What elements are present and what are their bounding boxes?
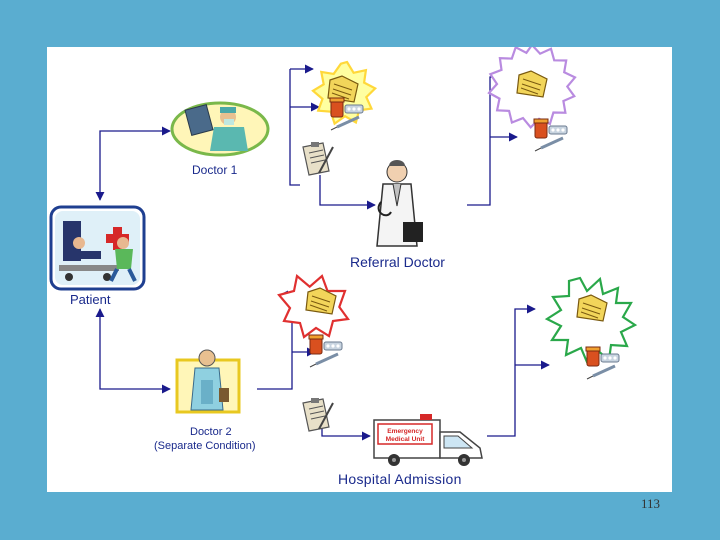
label-doctor1: Doctor 1 xyxy=(192,163,238,177)
connector-doctor1-referral xyxy=(319,175,376,210)
flow-diagram: Emergency Medical Unit xyxy=(49,47,638,466)
connectors xyxy=(95,64,550,441)
referral-doctor-image xyxy=(376,160,423,247)
slide-canvas: Emergency Medical Unit Doctor 1 Referral… xyxy=(47,47,672,492)
ambulance-sign-line2: Medical Unit xyxy=(386,436,426,443)
doctor1-image xyxy=(170,101,270,157)
connector-patient-doctor2 xyxy=(95,308,171,394)
label-doctor2-line2: (Separate Condition) xyxy=(154,440,256,452)
meds-icon xyxy=(307,333,344,369)
label-hospital-admission: Hospital Admission xyxy=(338,471,462,487)
label-referral-doctor: Referral Doctor xyxy=(350,254,445,270)
connector-ambulance-branch xyxy=(487,304,536,437)
connector-patient-doctor1 xyxy=(95,126,171,201)
clipboard-icon xyxy=(302,141,334,176)
patient-ambulance-image xyxy=(49,205,146,291)
page-number: 113 xyxy=(640,496,660,511)
clipboard-icon xyxy=(302,397,334,432)
label-doctor2-line1: Doctor 2 xyxy=(190,426,232,438)
ambulance-image: Emergency Medical Unit xyxy=(373,414,483,466)
connector-doctor2-branch xyxy=(257,290,293,390)
ambulance-sign-line1: Emergency xyxy=(387,428,423,435)
doctor2-image xyxy=(175,349,241,414)
connector-doctor1-branch xyxy=(289,69,300,186)
label-patient: Patient xyxy=(70,292,111,307)
